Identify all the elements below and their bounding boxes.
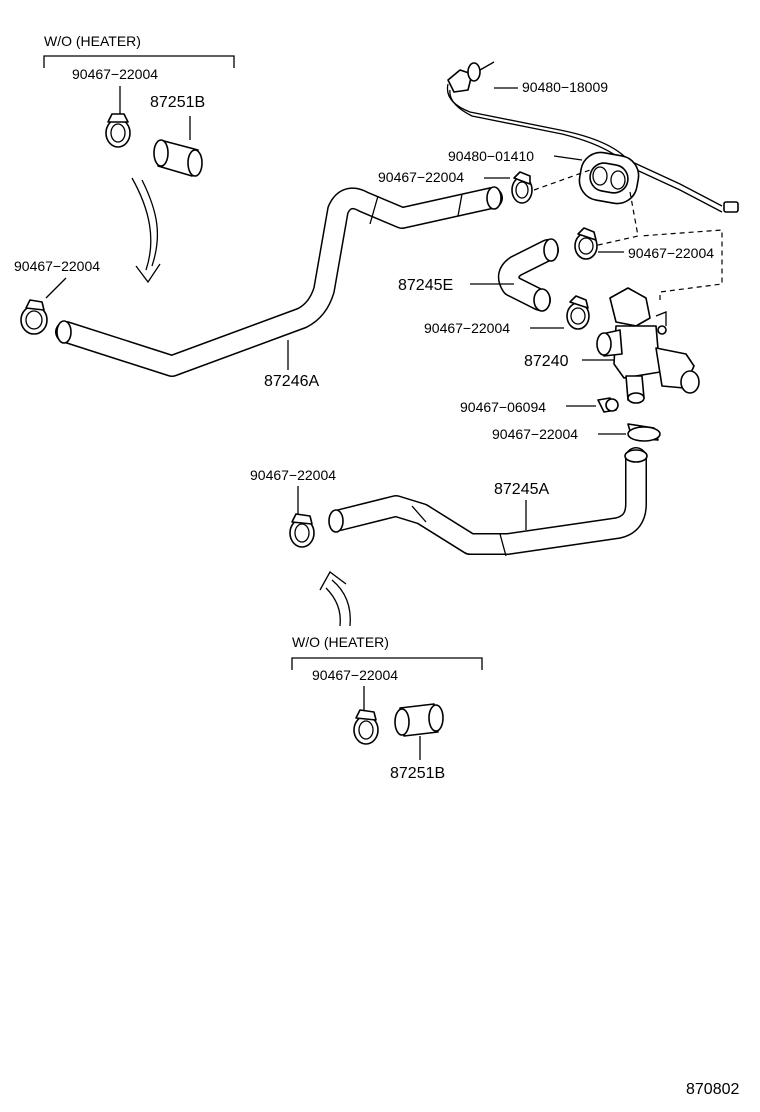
arrow-bottom-icon xyxy=(319,571,351,627)
clamp-valve-lower-icon xyxy=(627,423,661,442)
label-water-valve-group: 87240 xyxy=(524,353,614,370)
label-hose-main-upper: 87246A xyxy=(264,373,319,390)
clamp-top-left-icon xyxy=(105,113,131,148)
hose-main-upper-icon xyxy=(55,186,503,377)
hose-main-lower-icon xyxy=(328,447,648,557)
label-clamp-right: 90467−22004 xyxy=(628,245,714,261)
screw-icon xyxy=(597,397,619,413)
label-grommet-cable-group: 90480−18009 xyxy=(494,79,608,95)
label-hose-top-left: 87251B xyxy=(150,94,205,111)
label-clamp-valve-group: 90467−22004 xyxy=(424,320,564,336)
clamp-bottom-icon xyxy=(353,709,379,745)
label-clamp-valve: 90467−22004 xyxy=(424,320,510,336)
variant-label-bottom: W/O (HEATER) xyxy=(292,634,389,650)
label-clamp-left-group: 90467−22004 xyxy=(14,258,100,299)
diagram-code: 870802 xyxy=(686,1081,739,1098)
label-clamp-lower-left: 90467−22004 xyxy=(250,467,336,483)
water-valve-icon xyxy=(596,229,723,404)
label-hose-main-lower-group: 87245A xyxy=(494,481,549,530)
label-grommet-plate: 90480−01410 xyxy=(448,148,534,164)
label-clamp-top-left: 90467−22004 xyxy=(72,66,158,82)
clamp-upper-mid-icon xyxy=(511,171,533,204)
label-clamp-valve-lower-group: 90467−22004 xyxy=(492,426,626,442)
hose-elbow-icon xyxy=(497,238,559,312)
variant-label-top: W/O (HEATER) xyxy=(44,33,141,49)
label-hose-bottom: 87251B xyxy=(390,765,445,782)
label-water-valve: 87240 xyxy=(524,353,569,370)
label-screw-group: 90467−06094 xyxy=(460,399,596,415)
label-clamp-valve-lower: 90467−22004 xyxy=(492,426,578,442)
leader-dashed-upper xyxy=(533,169,639,251)
label-hose-elbow: 87245E xyxy=(398,277,453,294)
clamp-lower-left-icon xyxy=(289,513,315,548)
label-clamp-lower-left-group: 90467−22004 xyxy=(250,467,336,514)
label-hose-bottom-group: 87251B xyxy=(390,736,445,782)
clamp-right-icon xyxy=(574,227,598,260)
hose-top-left-icon xyxy=(153,139,203,177)
label-hose-elbow-group: 87245E xyxy=(398,277,514,294)
label-clamp-upper-mid: 90467−22004 xyxy=(378,169,464,185)
label-clamp-left: 90467−22004 xyxy=(14,258,100,274)
clamp-valve-icon xyxy=(566,295,590,330)
grommet-plate-icon xyxy=(578,151,640,205)
label-clamp-bottom: 90467−22004 xyxy=(312,667,398,683)
top-left-variant-group: W/O (HEATER) 90467−22004 87251B xyxy=(43,33,235,140)
bottom-variant-group: W/O (HEATER) 90467−22004 xyxy=(291,634,483,716)
label-grommet-plate-group: 90480−01410 xyxy=(448,148,583,164)
hose-bottom-icon xyxy=(394,703,444,737)
label-hose-main-lower: 87245A xyxy=(494,481,549,498)
arrow-top-left-icon xyxy=(131,177,161,284)
label-screw: 90467−06094 xyxy=(460,399,546,415)
label-clamp-upper-mid-group: 90467−22004 xyxy=(378,169,510,185)
label-clamp-right-group: 90467−22004 xyxy=(598,245,714,261)
clamp-left-icon xyxy=(20,299,48,335)
label-hose-main-upper-group: 87246A xyxy=(264,340,319,390)
label-grommet-cable: 90480−18009 xyxy=(522,79,608,95)
